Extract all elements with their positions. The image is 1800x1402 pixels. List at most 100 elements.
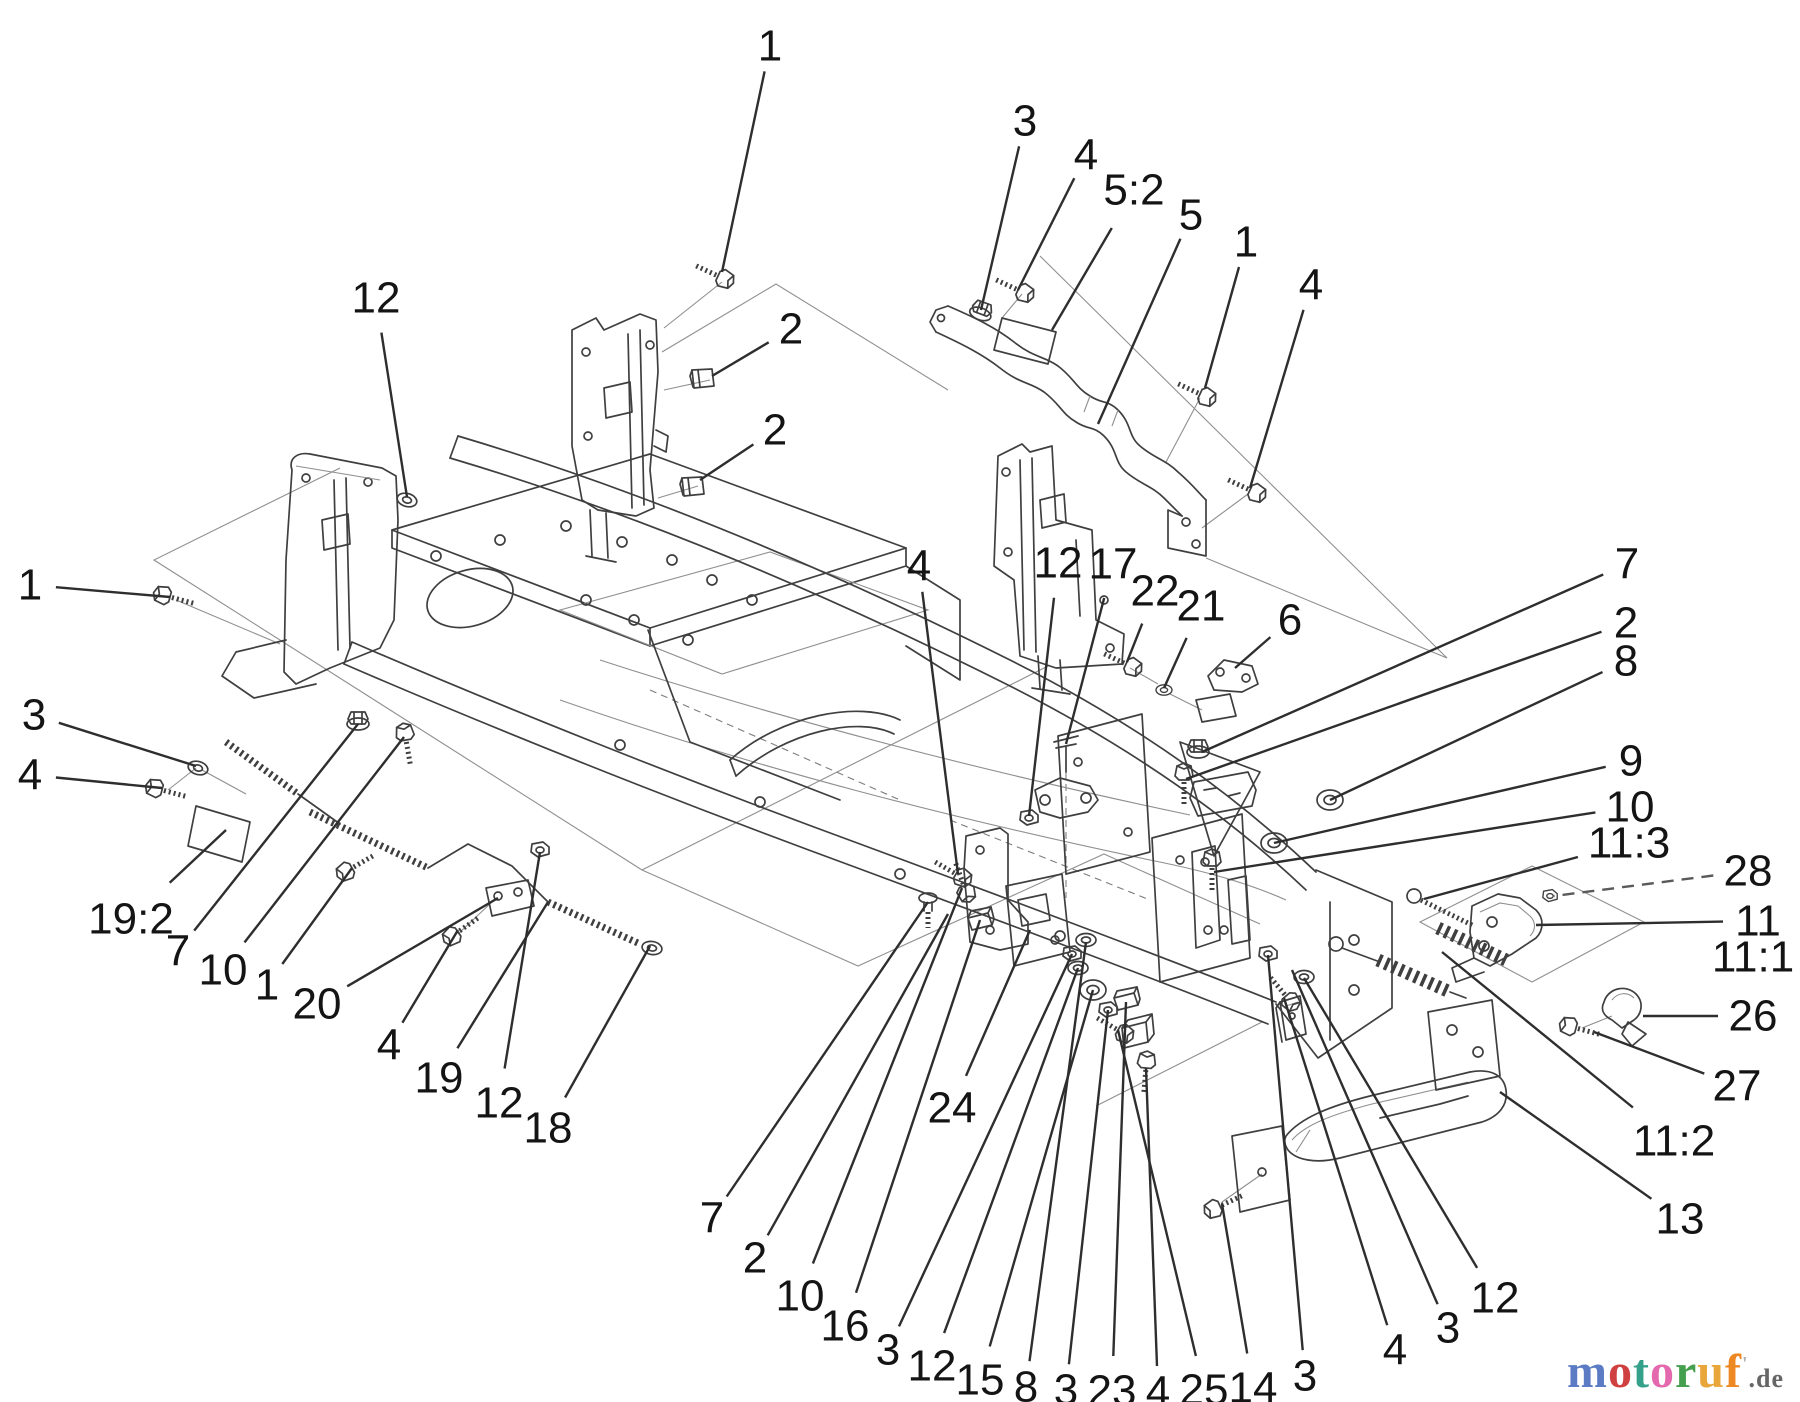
leader-line bbox=[1027, 597, 1056, 817]
bolt bbox=[992, 272, 1037, 306]
callout-label-10: 10 bbox=[776, 1272, 825, 1321]
callout-label-2: 2 bbox=[1614, 599, 1638, 648]
callout-label-19:2: 19:2 bbox=[88, 895, 174, 944]
leader-line bbox=[1203, 266, 1241, 389]
callout-label-2: 2 bbox=[779, 305, 803, 354]
callout-label-10: 10 bbox=[1606, 783, 1655, 832]
bolt bbox=[692, 258, 737, 292]
bumper-mount-plate-upper bbox=[1427, 999, 1501, 1091]
slotted-bracket bbox=[1189, 771, 1257, 817]
brand-wordmark: motoruf bbox=[1567, 1345, 1742, 1398]
leader-line bbox=[55, 776, 163, 790]
support-plate-outer bbox=[1151, 813, 1251, 983]
brand-letter: m bbox=[1566, 1345, 1608, 1398]
callout-label-28: 28 bbox=[1724, 847, 1773, 896]
leader-line bbox=[1096, 238, 1182, 425]
leader-line bbox=[456, 901, 550, 1049]
decal-19-2 bbox=[187, 805, 251, 863]
leader-line bbox=[942, 967, 1080, 1334]
callout-label-4: 4 bbox=[18, 751, 42, 800]
motoruf-logo[interactable]: motoruf'.de bbox=[1567, 1348, 1784, 1396]
strap-plate bbox=[1191, 845, 1221, 949]
bracket-left bbox=[221, 452, 399, 699]
callout-label-3: 3 bbox=[1013, 97, 1037, 146]
callout-label-6: 6 bbox=[1278, 596, 1302, 645]
leader-line bbox=[1329, 671, 1604, 802]
leader-line bbox=[1535, 920, 1724, 927]
callout-label-1: 1 bbox=[1234, 218, 1258, 267]
leader-line bbox=[1050, 227, 1113, 331]
leader-line bbox=[1201, 573, 1604, 754]
leader-line bbox=[1290, 969, 1439, 1305]
callout-label-10: 10 bbox=[199, 946, 248, 995]
brand-letter: o bbox=[1607, 1345, 1633, 1398]
serpentine-plate bbox=[929, 305, 1207, 557]
leader-line bbox=[1266, 954, 1304, 1351]
hanger-bracket-6 bbox=[1189, 659, 1259, 949]
leader-line bbox=[1064, 597, 1106, 745]
brand-letter: u bbox=[1697, 1345, 1725, 1398]
leader-line bbox=[725, 901, 929, 1198]
callout-label-11:3: 11:3 bbox=[1588, 819, 1670, 868]
leader-line bbox=[699, 443, 755, 481]
leader-line bbox=[1162, 637, 1188, 689]
callout-label-3: 3 bbox=[22, 691, 46, 740]
callout-label-8: 8 bbox=[1614, 637, 1638, 686]
callout-label-4: 4 bbox=[1074, 131, 1098, 180]
rod-assembly-left bbox=[187, 739, 642, 948]
bolt bbox=[947, 860, 978, 905]
leader-line bbox=[720, 71, 766, 273]
callout-label-17: 17 bbox=[1089, 540, 1138, 589]
leader-line bbox=[1273, 765, 1606, 845]
leader-line bbox=[1028, 941, 1088, 1362]
callout-label-2: 2 bbox=[763, 406, 787, 455]
leader-line bbox=[1185, 630, 1602, 781]
callout-label-23: 23 bbox=[1088, 1367, 1137, 1402]
leader-line bbox=[766, 913, 950, 1236]
leader-line bbox=[979, 146, 1021, 311]
flange-nut bbox=[346, 711, 370, 731]
callout-label-2: 2 bbox=[743, 1234, 767, 1283]
leader-line bbox=[564, 945, 652, 1099]
bracket-20 bbox=[485, 879, 535, 917]
leader-line bbox=[1116, 1029, 1198, 1357]
callout-label-26: 26 bbox=[1729, 992, 1778, 1041]
h-bracket-11 bbox=[1451, 893, 1543, 983]
leader-line bbox=[1144, 1067, 1159, 1367]
callout-label-24: 24 bbox=[928, 1084, 977, 1133]
bolt bbox=[1093, 1010, 1138, 1046]
leader-line bbox=[1441, 951, 1634, 1109]
leader-line bbox=[380, 332, 409, 498]
bolt bbox=[151, 584, 195, 612]
bolt bbox=[143, 777, 187, 805]
leader-line bbox=[1016, 177, 1076, 291]
callout-label-12: 12 bbox=[475, 1079, 524, 1128]
brand-tick: ' bbox=[1741, 1353, 1749, 1375]
bolt bbox=[1203, 849, 1221, 890]
spring-assembly bbox=[1328, 888, 1543, 999]
callout-label-7: 7 bbox=[1615, 540, 1639, 589]
callout-label-1: 1 bbox=[255, 961, 279, 1010]
leader-line bbox=[988, 989, 1095, 1347]
bumper-mount-plate-lower bbox=[1231, 1125, 1291, 1213]
callout-label-1: 1 bbox=[18, 561, 42, 610]
callout-label-15: 15 bbox=[956, 1356, 1005, 1402]
leader-line bbox=[1234, 636, 1272, 669]
leader-line bbox=[193, 723, 359, 932]
leader-line bbox=[281, 867, 353, 965]
callout-label-11:2: 11:2 bbox=[1633, 1117, 1715, 1166]
callout-label-3: 3 bbox=[1054, 1366, 1078, 1402]
callout-label-4: 4 bbox=[1146, 1368, 1170, 1402]
brand-letter: t bbox=[1632, 1345, 1650, 1398]
leader-line bbox=[1302, 977, 1479, 1269]
main-frame bbox=[343, 435, 1393, 1059]
callout-label-9: 9 bbox=[1619, 737, 1643, 786]
callout-label-13: 13 bbox=[1656, 1195, 1705, 1244]
callout-label-20: 20 bbox=[293, 980, 342, 1029]
leader-line bbox=[711, 341, 770, 378]
callout-label-14: 14 bbox=[1229, 1364, 1278, 1402]
callout-label-11:1: 11:1 bbox=[1712, 933, 1794, 982]
leader-line bbox=[854, 919, 982, 1294]
callout-label-3: 3 bbox=[1293, 1352, 1317, 1401]
